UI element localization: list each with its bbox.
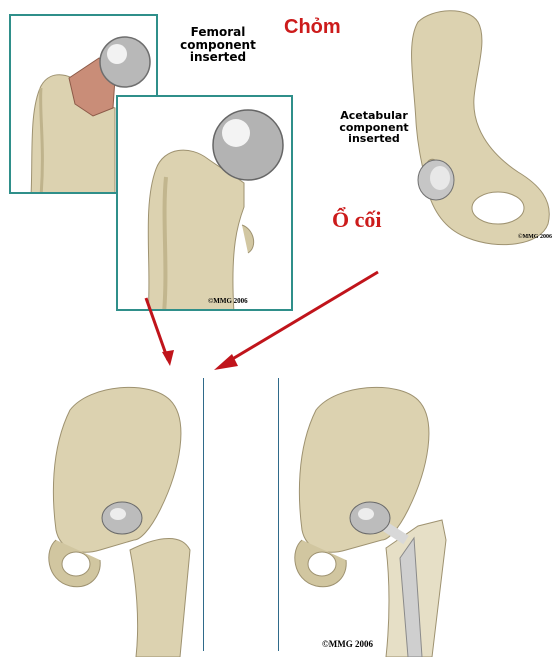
metal-ball-large — [213, 110, 283, 180]
femoral-stem — [378, 520, 446, 657]
acetabular-cup — [418, 160, 454, 200]
total-hip-replacement-illustration — [282, 380, 452, 657]
acetabular-component-label: Acetabular component inserted — [330, 110, 418, 145]
hip-with-cup-illustration — [40, 380, 200, 657]
hip-cup-left — [102, 502, 142, 534]
copyright-bottom: ©MMG 2006 — [322, 639, 373, 649]
pelvis-acetabular-illustration — [398, 2, 559, 250]
metal-ball-small — [100, 37, 150, 87]
chom-label: Chỏm — [284, 16, 341, 39]
femoral-component-label: Femoral component inserted — [170, 26, 266, 64]
arrow-femoral — [136, 290, 196, 370]
o-coi-label: Ổ cối — [332, 207, 382, 233]
divider-right — [278, 378, 279, 651]
divider-left — [203, 378, 204, 651]
copyright-pelvis: ©MMG 2006 — [518, 234, 552, 240]
arrow-acetabular — [206, 266, 386, 376]
hip-ball-cup-right — [350, 502, 390, 534]
